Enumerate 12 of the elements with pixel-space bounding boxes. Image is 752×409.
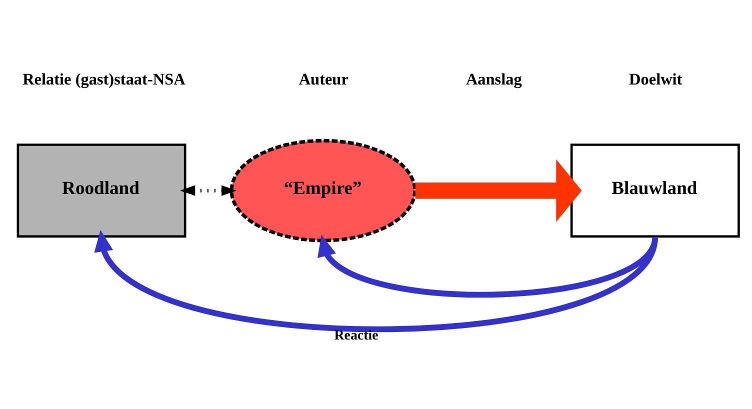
edge-label: Reactie [334, 328, 378, 344]
arrow [415, 159, 582, 222]
arrow [94, 230, 658, 332]
label: Relatie (gast)staat-NSA [22, 70, 186, 89]
label: Auteur [298, 70, 348, 89]
node-box: Roodland [16, 144, 186, 238]
label: Aanslag [466, 70, 522, 89]
node-ellipse: “Empire” [230, 138, 417, 242]
label: Doelwit [629, 70, 682, 89]
arrow [180, 185, 237, 196]
arrow [318, 234, 658, 298]
node-box: Blauwland [570, 144, 740, 238]
